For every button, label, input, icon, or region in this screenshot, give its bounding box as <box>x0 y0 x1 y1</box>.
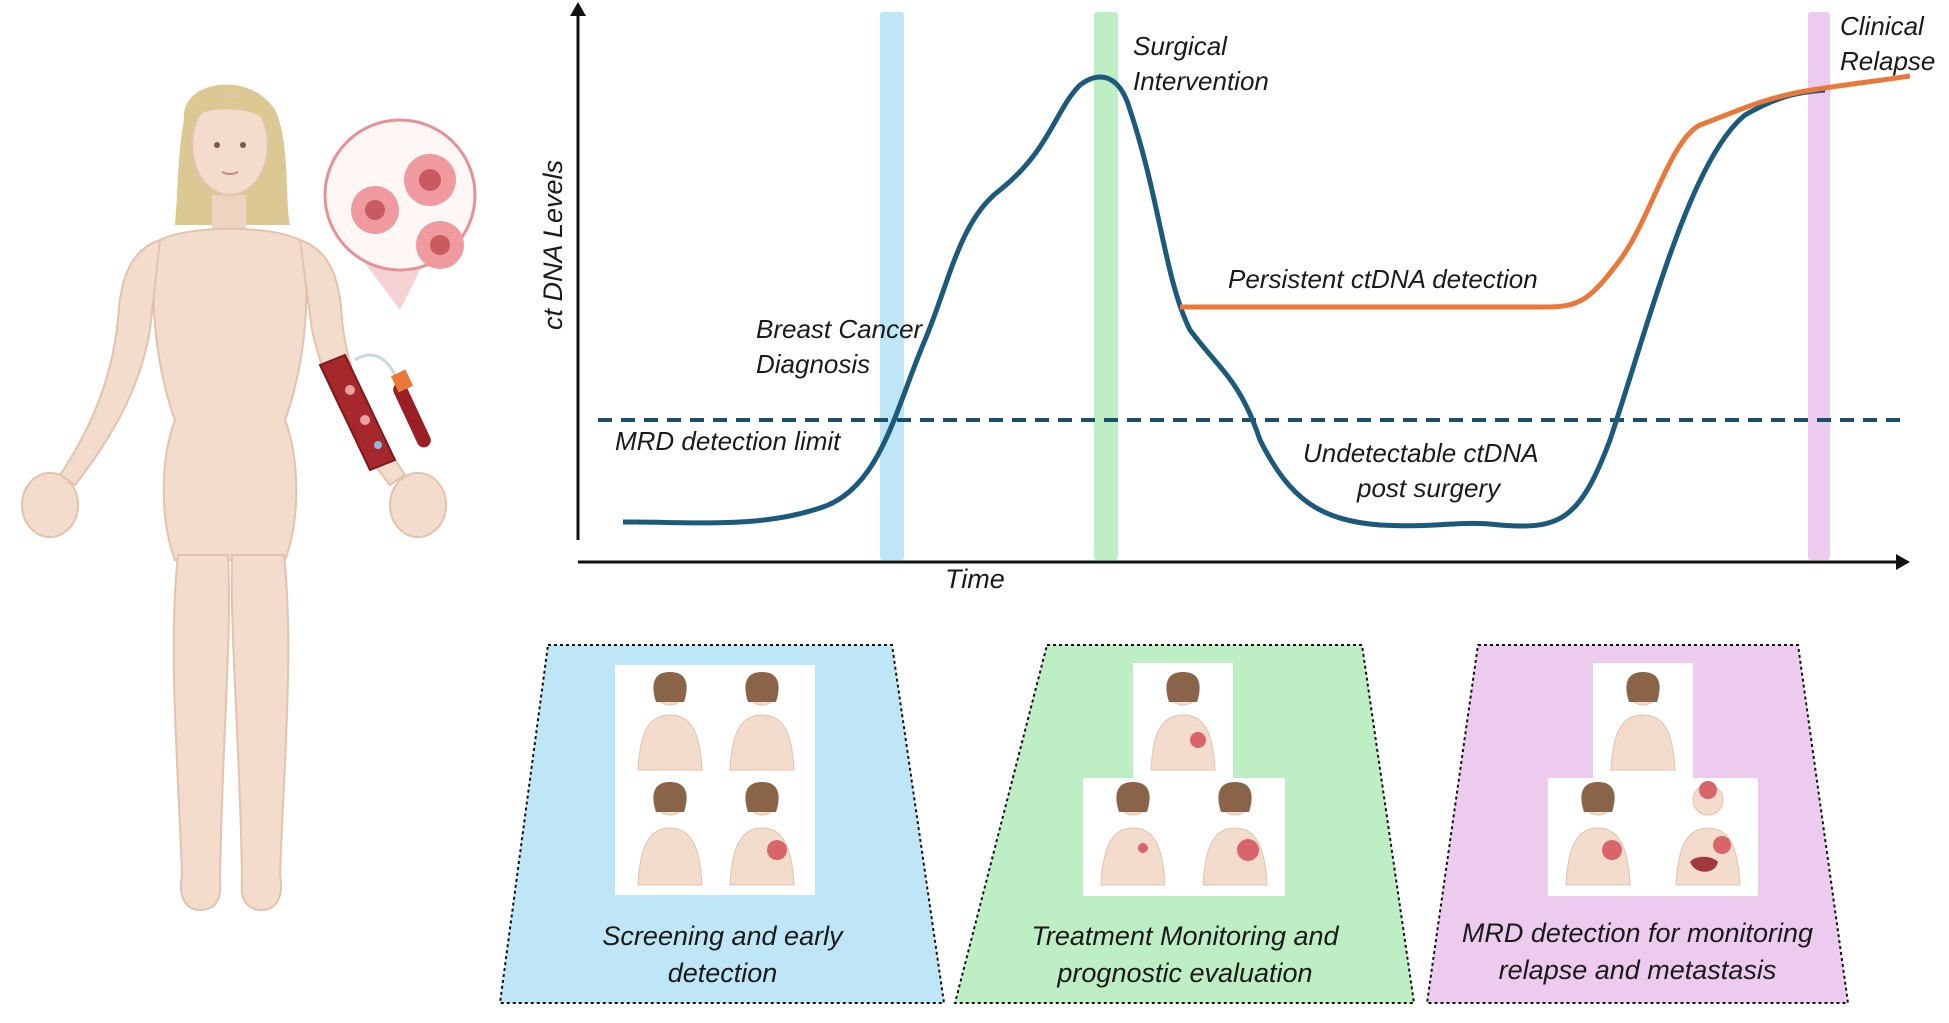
y-axis-arrow <box>570 2 586 16</box>
monitoring-caption-line2: prognostic evaluation <box>1057 958 1313 988</box>
diagnosis-label-line1: Breast Cancer <box>756 314 924 344</box>
relapse-band <box>1808 12 1830 560</box>
panel-screening <box>498 644 946 1004</box>
mrd-caption: MRD detection for monitoring relapse and… <box>1440 915 1835 989</box>
persistent-ctdna-curve <box>1180 73 1911 310</box>
screening-caption-line1: Screening and early <box>602 921 843 951</box>
screening-caption: Screening and early detection <box>520 918 925 992</box>
diagnosis-band <box>880 12 904 560</box>
relapse-label-line1: Clinical <box>1840 11 1925 41</box>
diagnosis-label-line2: Diagnosis <box>756 349 870 379</box>
woman-figure-illustration <box>21 84 447 912</box>
surgery-band <box>1094 12 1118 560</box>
mrd-caption-line2: relapse and metastasis <box>1498 955 1777 985</box>
tumor-cells-magnifier-icon <box>323 118 477 310</box>
x-axis-arrow <box>1896 554 1910 570</box>
ctdna-timeline-chart: ct DNA Levels Time Breast Cancer Diagnos… <box>538 2 1935 594</box>
mrd-threshold-label: MRD detection limit <box>615 426 842 456</box>
woman-torso-icon <box>1100 672 1268 886</box>
mrd-caption-line1: MRD detection for monitoring <box>1461 918 1814 948</box>
undetectable-annotation-line2: post surgery <box>1356 473 1502 503</box>
axes <box>570 2 1910 570</box>
monitoring-caption-line1: Treatment Monitoring and <box>1031 921 1339 951</box>
undetectable-annotation-line1: Undetectable ctDNA <box>1303 438 1539 468</box>
undetectable-ctdna-curve <box>622 74 1826 529</box>
surgery-label-line1: Surgical <box>1133 31 1228 61</box>
relapse-label-line2: Relapse <box>1840 46 1935 76</box>
monitoring-caption: Treatment Monitoring and prognostic eval… <box>980 918 1390 992</box>
y-axis-label: ct DNA Levels <box>538 160 568 330</box>
x-axis-label: Time <box>945 564 1005 594</box>
panel-monitoring <box>953 644 1416 1004</box>
panel-mrd <box>1425 644 1850 1004</box>
screening-caption-line2: detection <box>667 958 778 988</box>
woman-torso-icon <box>1565 672 1741 886</box>
blood-draw-icon <box>318 353 431 472</box>
persistent-annotation: Persistent ctDNA detection <box>1228 264 1538 294</box>
woman-torso-icon <box>637 672 795 886</box>
surgery-label-line2: Intervention <box>1133 66 1269 96</box>
